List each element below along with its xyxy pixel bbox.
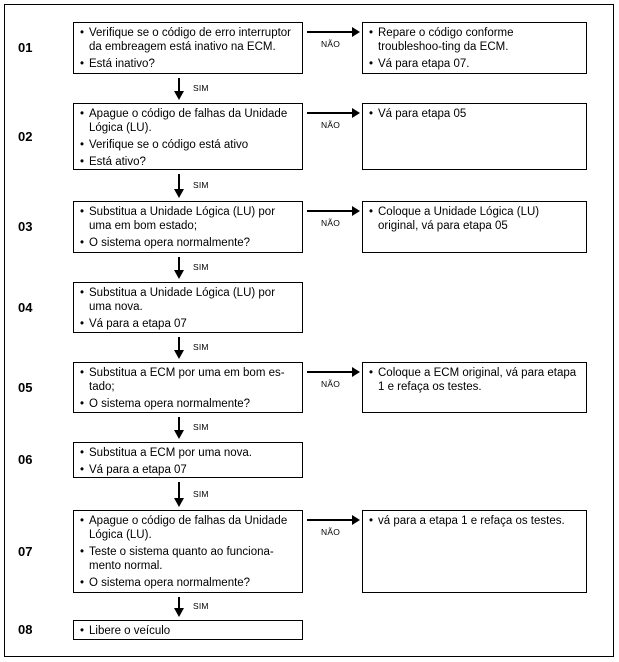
diagram-frame bbox=[4, 4, 614, 657]
yes-arrow-head bbox=[174, 608, 184, 617]
bullet-item: O sistema opera normalmente? bbox=[80, 397, 296, 411]
no-outcome-box: Repare o código conforme troubleshoo-tin… bbox=[362, 22, 587, 74]
step-box: Apague o código de falhas da Unidade Lóg… bbox=[73, 103, 303, 170]
bullet-item: Vá para a etapa 07 bbox=[80, 317, 296, 331]
bullet-item: Teste o sistema quanto ao funciona-mento… bbox=[80, 545, 296, 573]
no-outcome-box: Vá para etapa 05 bbox=[362, 103, 587, 170]
no-arrow-head bbox=[352, 108, 360, 118]
no-outcome-box: vá para a etapa 1 e refaça os testes. bbox=[362, 510, 587, 593]
no-outcome-box: Coloque a ECM original, vá para etapa 1 … bbox=[362, 362, 587, 413]
step-box: Libere o veículo bbox=[73, 620, 303, 640]
step-number: 07 bbox=[18, 543, 33, 559]
no-arrow-head bbox=[352, 27, 360, 37]
bullet-item: Libere o veículo bbox=[80, 624, 296, 638]
bullet-item: Verifique se o código de erro interrupto… bbox=[80, 26, 296, 54]
yes-label: SIM bbox=[193, 83, 209, 93]
bullet-item: vá para a etapa 1 e refaça os testes. bbox=[369, 514, 580, 528]
bullet-item: Verifique se o código está ativo bbox=[80, 138, 296, 152]
yes-arrow-head bbox=[174, 91, 184, 100]
no-label: NÃO bbox=[321, 379, 341, 389]
bullet-item: Está inativo? bbox=[80, 57, 296, 71]
step-box: Substitua a ECM por uma nova. Vá para a e… bbox=[73, 442, 303, 478]
bullet-item: O sistema opera normalmente? bbox=[80, 236, 296, 250]
yes-label: SIM bbox=[193, 180, 209, 190]
step-box: Verifique se o código de erro interrupto… bbox=[73, 22, 303, 74]
yes-arrow-head bbox=[174, 498, 184, 507]
step-box: Substitua a Unidade Lógica (LU) por uma … bbox=[73, 201, 303, 253]
no-label: NÃO bbox=[321, 39, 341, 49]
bullet-item: Coloque a Unidade Lógica (LU) original, … bbox=[369, 205, 580, 233]
yes-label: SIM bbox=[193, 262, 209, 272]
bullet-item: Substitua a Unidade Lógica (LU) por uma … bbox=[80, 205, 296, 233]
step-number: 08 bbox=[18, 622, 33, 637]
no-label: NÃO bbox=[321, 527, 341, 537]
step-number: 03 bbox=[18, 219, 33, 234]
yes-arrow-head bbox=[174, 430, 184, 439]
yes-arrow-head bbox=[174, 270, 184, 279]
no-outcome-box: Coloque a Unidade Lógica (LU) original, … bbox=[362, 201, 587, 253]
yes-label: SIM bbox=[193, 601, 209, 611]
step-box: Apague o código de falhas da Unidade Lóg… bbox=[73, 510, 303, 593]
step-number: 06 bbox=[18, 452, 33, 467]
step-box: Substitua a Unidade Lógica (LU) por uma … bbox=[73, 282, 303, 333]
no-arrow-head bbox=[352, 206, 360, 216]
bullet-item: Está ativo? bbox=[80, 155, 296, 169]
bullet-item: Vá para a etapa 07 bbox=[80, 463, 296, 477]
step-number: 02 bbox=[18, 128, 33, 144]
bullet-item: Substitua a ECM por uma nova. bbox=[80, 446, 296, 460]
bullet-item: Substitua a ECM por uma em bom es-tado; bbox=[80, 366, 296, 394]
step-box: Substitua a ECM por uma em bom es-tado; O… bbox=[73, 362, 303, 413]
bullet-item: Repare o código conforme troubleshoo-tin… bbox=[369, 26, 580, 54]
no-label: NÃO bbox=[321, 218, 341, 228]
no-arrow-head bbox=[352, 367, 360, 377]
yes-label: SIM bbox=[193, 342, 209, 352]
bullet-item: Vá para etapa 07. bbox=[369, 57, 580, 71]
bullet-item: Vá para etapa 05 bbox=[369, 107, 580, 121]
bullet-item: Apague o código de falhas da Unidade Lóg… bbox=[80, 514, 296, 542]
bullet-item: O sistema opera normalmente? bbox=[80, 576, 296, 590]
yes-label: SIM bbox=[193, 488, 209, 499]
yes-label: SIM bbox=[193, 422, 209, 432]
no-arrow-head bbox=[352, 515, 360, 525]
yes-arrow-head bbox=[174, 189, 184, 198]
step-number: 04 bbox=[18, 299, 33, 315]
step-number: 05 bbox=[18, 379, 33, 395]
no-label: NÃO bbox=[321, 120, 341, 130]
bullet-item: Apague o código de falhas da Unidade Lóg… bbox=[80, 107, 296, 135]
bullet-item: Coloque a ECM original, vá para etapa 1 … bbox=[369, 366, 580, 394]
yes-arrow-head bbox=[174, 350, 184, 359]
step-number: 01 bbox=[18, 40, 33, 55]
bullet-item: Substitua a Unidade Lógica (LU) por uma … bbox=[80, 286, 296, 314]
